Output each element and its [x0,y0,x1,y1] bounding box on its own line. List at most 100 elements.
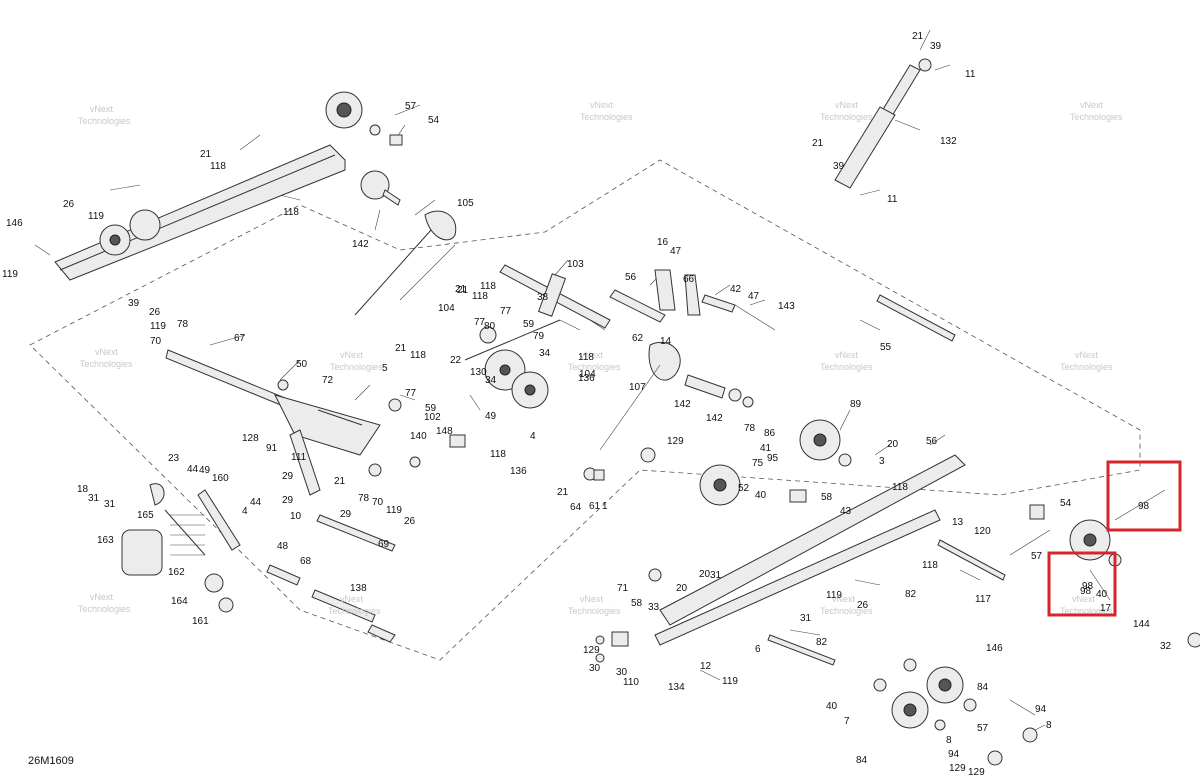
callout-77: 77 [500,306,512,317]
callout-47: 47 [670,246,682,257]
wm-line1: vNext [90,104,114,114]
callout-95: 95 [767,453,779,464]
callout-70: 70 [372,497,384,508]
callout-72: 72 [322,375,334,386]
callout-80: 80 [484,321,496,332]
callout-129: 129 [968,767,985,778]
callout-16: 16 [657,237,669,248]
callout-119: 119 [150,321,166,332]
assembly-outline [29,159,1141,661]
callout-77: 77 [474,317,486,328]
callout-39: 39 [128,298,140,309]
callout-103: 103 [567,259,584,270]
callout-165: 165 [137,510,154,521]
callout-138: 138 [350,583,367,594]
callout-54: 54 [428,115,440,126]
wm-line2: Technologies [330,362,383,372]
callout-50: 50 [296,359,308,370]
rear-rail-right [654,454,1200,648]
callout-44: 44 [250,497,262,508]
callout-71: 71 [617,583,629,594]
callout-29: 29 [340,509,352,520]
wm-line2: Technologies [1060,606,1113,616]
callout-54: 54 [1060,498,1072,509]
callout-49: 49 [199,465,211,476]
callout-10: 10 [290,511,302,522]
callout-162: 162 [168,567,185,578]
diagram-code: 26M1609 [28,755,74,767]
callout-31: 31 [800,613,812,624]
callout-11: 11 [887,194,898,205]
callout-18: 18 [77,484,89,495]
callout-41: 41 [760,443,772,454]
wm-line2: Technologies [80,359,133,369]
callout-26: 26 [404,516,416,527]
wm-line1: vNext [1075,350,1099,360]
callout-21: 21 [395,343,407,354]
callout-161: 161 [192,616,209,627]
callout-142: 142 [706,413,723,424]
callout-42: 42 [730,284,742,295]
callout-29: 29 [282,471,294,482]
callout-21: 21 [200,149,212,160]
wm-line1: vNext [95,347,119,357]
callout-119: 119 [722,676,738,687]
callout-164: 164 [171,596,188,607]
callout-29: 29 [282,495,294,506]
wm-line2: Technologies [78,604,131,614]
wm-line2: Technologies [1070,112,1123,122]
callout-146: 146 [986,643,1003,654]
callout-111: 111 [291,452,307,463]
callout-26: 26 [857,600,869,611]
callout-78: 78 [358,493,370,504]
wm-line1: vNext [580,594,604,604]
callout-68: 68 [300,556,312,567]
callout-94: 94 [948,749,960,760]
callout-129: 129 [583,645,600,656]
callout-30: 30 [589,663,601,674]
front-arm-assembly [464,264,776,409]
callout-21: 21 [812,138,824,149]
callout-119: 119 [88,211,104,222]
callout-34: 34 [485,375,497,386]
callout-110: 110 [623,677,639,688]
callout-70: 70 [150,336,162,347]
wm-line2: Technologies [78,116,131,126]
callout-57: 57 [405,101,417,112]
lower-shafts [266,409,396,643]
callout-142: 142 [352,239,369,250]
callout-136: 136 [510,466,527,477]
front-idler-shaft [354,170,457,316]
wm-line1: vNext [340,350,364,360]
callout-57: 57 [977,723,989,734]
callout-21: 21 [457,285,469,296]
callout-140: 140 [410,431,427,442]
limiter-shock [834,58,932,189]
wm-line1: vNext [832,594,856,604]
callout-98: 98 [1138,501,1150,512]
callout-13: 13 [952,517,964,528]
callout-11: 11 [965,69,976,80]
wm-line2: Technologies [568,362,621,372]
wm-line2: Technologies [1060,362,1113,372]
rear-arm [274,379,466,496]
leader-lines [34,29,1166,736]
callout-119: 119 [2,269,18,280]
callout-31: 31 [88,493,100,504]
callout-144: 144 [1133,619,1150,630]
callout-5: 5 [382,363,388,374]
callout-104: 104 [579,369,596,380]
callout-134: 134 [668,682,685,693]
callout-14: 14 [660,336,672,347]
callout-56: 56 [625,272,637,283]
callout-66: 66 [683,274,695,285]
callout-67: 67 [234,333,246,344]
callout-49: 49 [485,411,497,422]
callout-21: 21 [334,476,346,487]
wm-line1: vNext [835,350,859,360]
wm-line2: Technologies [820,112,873,122]
callout-3: 3 [879,456,885,467]
